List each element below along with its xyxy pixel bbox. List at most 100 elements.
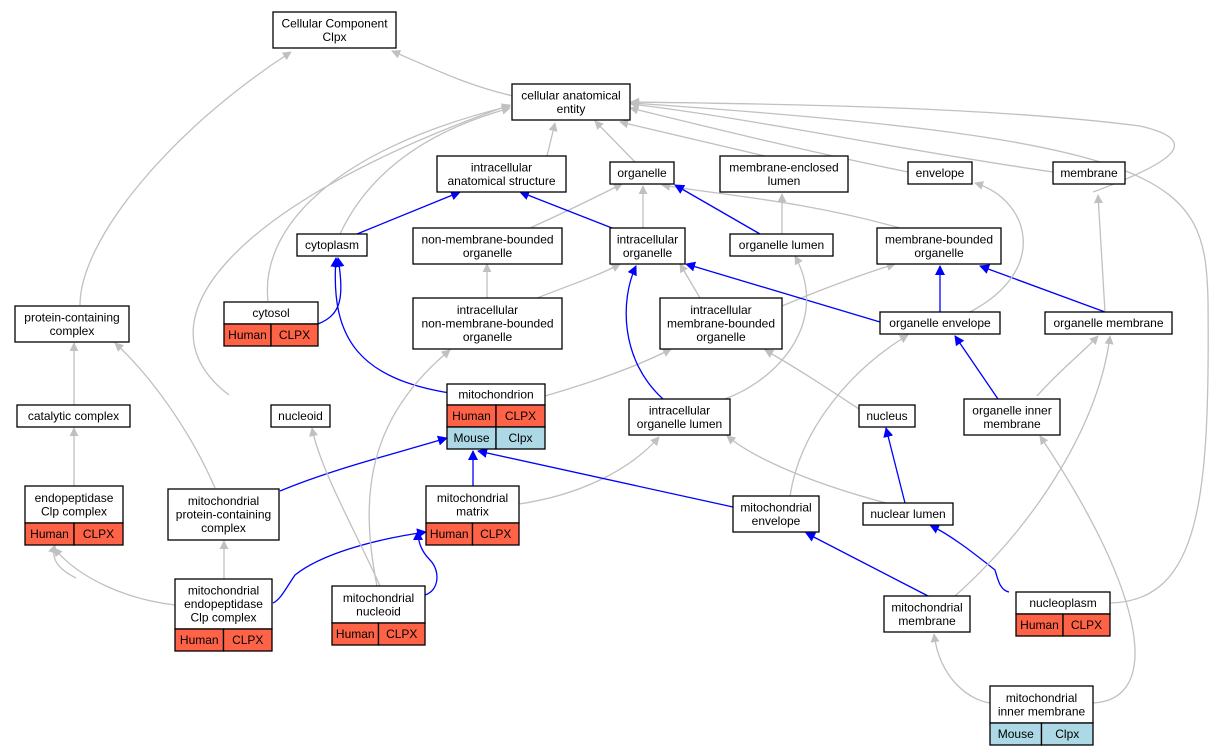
edge-7: [630, 97, 1175, 193]
node-label-line: cytosol: [252, 306, 289, 320]
node-label-line: complex: [50, 324, 95, 338]
node-membrane[interactable]: membrane: [1052, 161, 1126, 185]
node-om[interactable]: organelle membrane: [1044, 311, 1173, 335]
edge-48: [413, 530, 438, 596]
node-label-line: organelle membrane: [1053, 316, 1163, 330]
edge-20: [679, 263, 701, 299]
node-nucleus[interactable]: nucleus: [858, 404, 916, 428]
gene-cell: [1040, 722, 1094, 746]
species-label: Human: [30, 527, 69, 541]
node-label-line: organelle: [463, 246, 513, 260]
node-label-line: membrane: [1060, 166, 1118, 180]
gene-label: CLPX: [232, 633, 263, 647]
node-label-line: protein-containing: [176, 508, 271, 522]
gene-label: CLPX: [386, 627, 417, 641]
node-label-line: mitochondrial: [437, 491, 508, 505]
edge-5: [629, 105, 909, 173]
node-label-line: endopeptidase: [35, 491, 114, 505]
edge-33: [625, 265, 664, 400]
edge-3: [594, 120, 636, 163]
node-label-line: complex: [201, 521, 246, 535]
edge-53: [805, 532, 931, 598]
node-label-line: mitochondrial: [891, 600, 962, 614]
node-cc[interactable]: catalytic complex: [16, 404, 131, 428]
node-box: [296, 233, 368, 257]
node-label-line: non-membrane-bounded: [421, 317, 553, 331]
node-label-line: nucleus: [866, 409, 907, 423]
edge-26: [1093, 194, 1106, 313]
node-label-line: organelle lumen: [739, 238, 824, 252]
edge-19: [536, 263, 621, 299]
gene-label: CLPX: [279, 328, 310, 342]
node-box: [14, 305, 130, 343]
node-nucleoid[interactable]: nucleoid: [270, 404, 331, 428]
edge-39: [53, 547, 176, 606]
edge-30: [114, 342, 216, 489]
edge-36: [1036, 335, 1099, 397]
node-label-line: intracellular: [690, 303, 751, 317]
edge-37: [954, 335, 999, 400]
species-label: Human: [452, 409, 491, 423]
node-label-line: organelle: [914, 246, 964, 260]
node-nl[interactable]: nuclear lumen: [862, 502, 954, 526]
node-ol[interactable]: organelle lumen: [729, 233, 834, 257]
node-box: [963, 398, 1061, 436]
node-label-line: organelle: [623, 246, 673, 260]
node-box: [412, 297, 563, 350]
gene-cell: [73, 522, 124, 546]
edge-41: [279, 435, 448, 492]
node-label-line: organelle: [617, 166, 667, 180]
node-organelle[interactable]: organelle: [609, 161, 675, 185]
species-label: Mouse: [453, 431, 489, 445]
node-label-line: endopeptidase: [184, 597, 263, 611]
node-box: [732, 495, 820, 533]
gene-cell: [495, 426, 546, 450]
node-label-line: mitochondrial: [740, 500, 811, 514]
node-box: [425, 485, 520, 524]
node-cytoplasm[interactable]: cytoplasm: [296, 233, 368, 257]
node-box: [1052, 161, 1126, 185]
node-oe[interactable]: organelle envelope: [879, 311, 1001, 335]
gene-label: Clpx: [1055, 727, 1079, 741]
node-label-line: organelle: [696, 330, 746, 344]
node-box: [331, 585, 426, 624]
gene-cell: [222, 628, 273, 652]
node-box: [174, 578, 273, 630]
node-envelope[interactable]: envelope: [907, 161, 973, 185]
node-box: [907, 161, 973, 185]
node-label-line: cellular anatomical: [521, 88, 620, 102]
species-label: Human: [336, 627, 375, 641]
node-box: [167, 488, 280, 541]
node-label-line: Clp complex: [190, 611, 256, 625]
node-label-line: lumen: [768, 174, 801, 188]
node-label-line: Clp complex: [41, 504, 107, 518]
node-label-line: organelle envelope: [889, 316, 991, 330]
species-label: Human: [228, 328, 267, 342]
node-box: [1044, 311, 1173, 335]
node-inmbo[interactable]: intracellularnon-membrane-boundedorganel…: [412, 297, 563, 350]
edge-1: [79, 51, 292, 306]
node-label-line: organelle: [463, 330, 513, 344]
